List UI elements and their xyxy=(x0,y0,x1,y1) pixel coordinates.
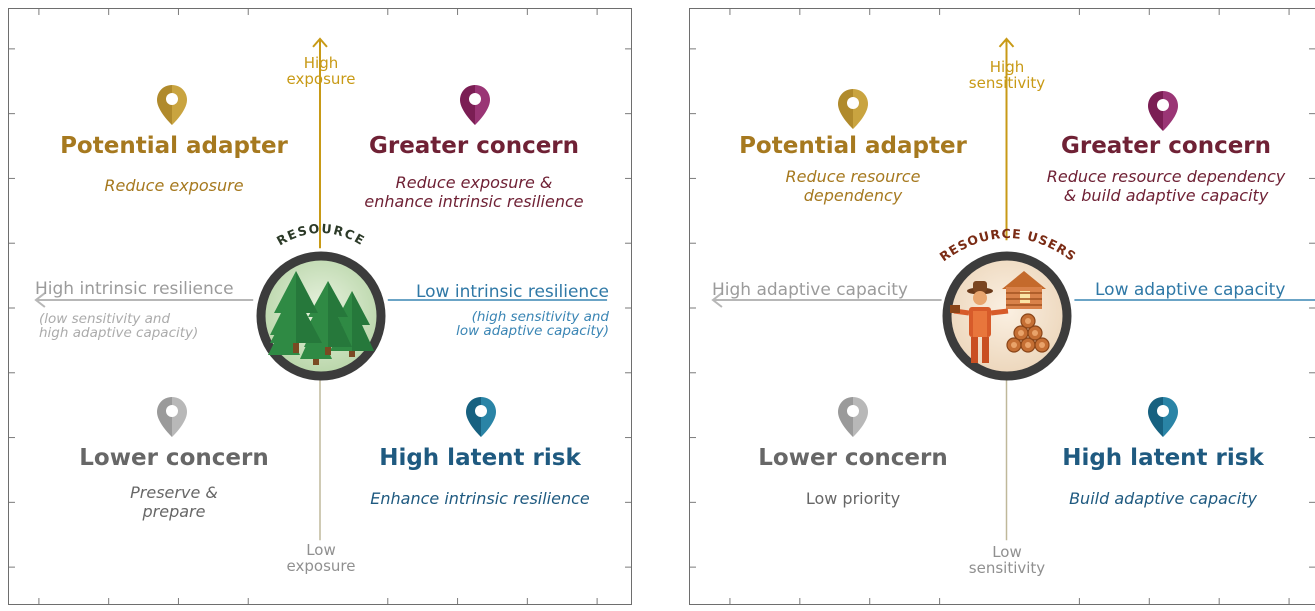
location-pin-icon xyxy=(157,85,187,125)
location-pin-icon xyxy=(838,397,868,437)
top-axis-label: High exposure xyxy=(286,54,356,88)
right-axis-label: Low adaptive capacity xyxy=(1095,280,1286,300)
location-pin-icon xyxy=(460,85,490,125)
location-pin-icon xyxy=(157,397,187,437)
resource-quadrant-panel: High exposure Low exposure Potential ada… xyxy=(8,8,632,605)
up-arrow-icon xyxy=(312,37,328,51)
location-pin-icon xyxy=(1148,91,1178,131)
right-axis-note: (high sensitivity and low adaptive capac… xyxy=(456,309,609,339)
quadrant-action-text: Preserve & prepare xyxy=(130,483,218,521)
left-axis-label: High intrinsic resilience xyxy=(35,279,234,299)
quadrant-title-greater-concern: Greater concern xyxy=(1060,133,1272,159)
quadrant-action-text: Enhance intrinsic resilience xyxy=(370,489,590,508)
quadrant-title-lower-concern: Lower concern xyxy=(758,445,948,471)
left-axis-note: (low sensitivity and high adaptive capac… xyxy=(39,311,199,341)
quadrant-action-text: Reduce resource dependency & build adapt… xyxy=(1046,167,1286,205)
woodcutter-icon xyxy=(942,251,1072,381)
resource-users-quadrant-panel: High sensitivity Low sensitivity Potenti… xyxy=(689,8,1315,605)
right-axis-label: Low intrinsic resilience xyxy=(415,282,609,302)
panel-tick-marks xyxy=(9,9,631,604)
quadrant-title-potential-adapter: Potential adapter xyxy=(60,133,288,159)
left-axis-label: High adaptive capacity xyxy=(712,280,908,300)
bottom-axis-label: Low sensitivity xyxy=(968,543,1046,577)
quadrant-action-text: Reduce resource dependency xyxy=(785,167,921,205)
quadrant-title-high-latent-risk: High latent risk xyxy=(379,445,581,471)
quadrant-action-text: Low priority xyxy=(805,489,901,508)
quadrant-title-high-latent-risk: High latent risk xyxy=(1062,445,1264,471)
quadrant-action-text: Build adaptive capacity xyxy=(1069,489,1257,508)
panel-tick-marks xyxy=(690,9,1315,604)
quadrant-title-lower-concern: Lower concern xyxy=(79,445,269,471)
resource-emblem-label: RESOURCE xyxy=(274,221,368,249)
up-arrow-icon xyxy=(998,37,1015,51)
svg-text:RESOURCE: RESOURCE xyxy=(274,221,368,249)
forest-icon xyxy=(256,251,386,381)
location-pin-icon xyxy=(838,89,868,129)
top-axis-label: High sensitivity xyxy=(968,58,1046,92)
left-arrow-icon xyxy=(34,292,46,308)
location-pin-icon xyxy=(1148,397,1178,437)
left-arrow-icon xyxy=(711,292,723,308)
quadrant-action-text: Reduce exposure xyxy=(104,176,244,195)
quadrant-title-potential-adapter: Potential adapter xyxy=(739,133,967,159)
quadrant-title-greater-concern: Greater concern xyxy=(368,133,580,159)
location-pin-icon xyxy=(466,397,496,437)
bottom-axis-label: Low exposure xyxy=(286,541,356,575)
quadrant-action-text: Reduce exposure & enhance intrinsic resi… xyxy=(364,173,584,211)
